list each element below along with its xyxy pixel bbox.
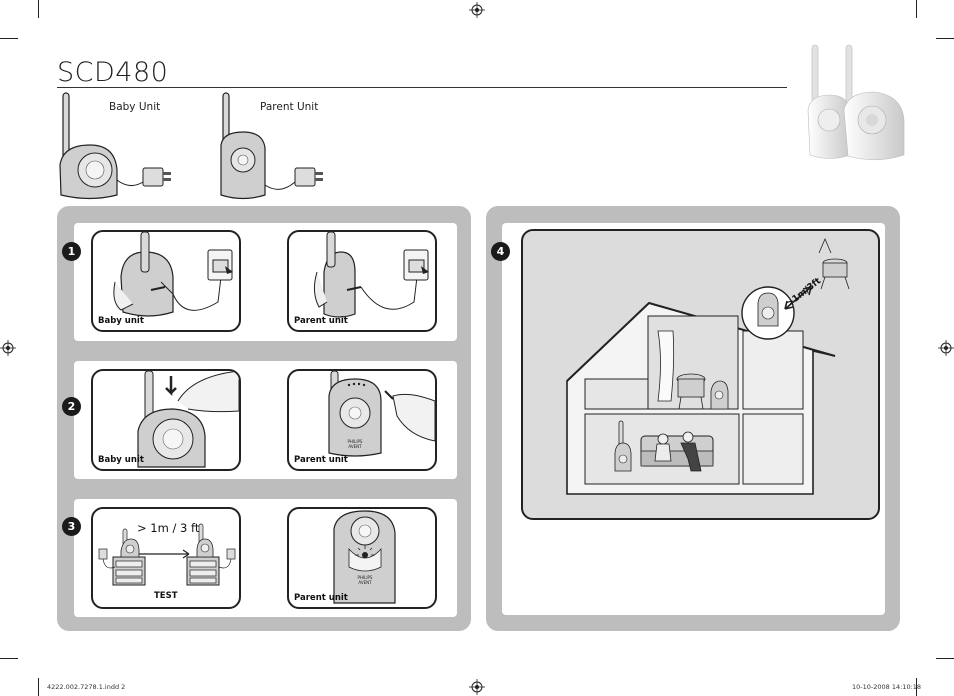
step-caption: Baby unit: [98, 455, 144, 465]
parent-light-illustration: PHILIPS AVENT: [333, 510, 396, 604]
step-number-badge: 4: [491, 242, 510, 261]
power-on-parent-illustration: PHILIPS AVENT: [328, 371, 435, 457]
step-caption: Parent unit: [294, 455, 348, 465]
distance-label: > 1m / 3 ft: [137, 521, 200, 535]
crop-mark: [0, 38, 18, 39]
brand-text: AVENT: [358, 580, 372, 585]
footer-date: 10-10-2008 14:10:18: [852, 683, 922, 691]
step-caption: Parent unit: [294, 316, 348, 326]
step-number-badge: 2: [62, 397, 81, 416]
baby-unit-label: Baby Unit: [109, 101, 161, 113]
registration-mark-icon: [469, 2, 485, 18]
crop-mark: [0, 658, 18, 659]
crop-mark: [916, 0, 917, 18]
registration-mark-icon: [0, 340, 16, 356]
test-label: TEST: [154, 591, 178, 601]
step-1-parent-frame: Parent unit: [287, 230, 437, 332]
step-3-test-frame: > 1m / 3 ft TEST: [91, 507, 241, 609]
footer-file-info: 4222.002.7278.1.indd 2: [47, 683, 126, 691]
step-2-baby-frame: Baby unit: [91, 369, 241, 471]
page-title: SCD480: [57, 57, 169, 88]
test-distance-illustration: [98, 523, 236, 586]
baby-unit-illustration: [59, 92, 171, 200]
step-3-parent-frame: PHILIPS AVENT Parent unit: [287, 507, 437, 609]
step-caption: Baby unit: [98, 316, 144, 326]
crop-mark: [38, 0, 39, 18]
placement-distance-label: >1m/3ft: [785, 276, 824, 310]
house-frame: >1m/3ft: [521, 229, 880, 520]
registration-mark-icon: [469, 679, 485, 695]
parent-unit-label: Parent Unit: [260, 101, 319, 113]
power-on-baby-illustration: [137, 371, 239, 468]
title-rule: [57, 87, 787, 88]
brand-text: AVENT: [348, 444, 362, 449]
step-number-badge: 3: [62, 517, 81, 536]
crop-mark: [916, 678, 917, 696]
plug-in-baby-illustration: [113, 232, 233, 317]
crop-mark: [936, 658, 954, 659]
step-number-badge: 1: [62, 242, 81, 261]
product-photo: [807, 44, 905, 161]
brand-text: PHILIPS: [348, 439, 363, 444]
crop-mark: [38, 678, 39, 696]
step-1-baby-frame: Baby unit: [91, 230, 241, 332]
registration-mark-icon: [938, 340, 954, 356]
step-2-parent-frame: PHILIPS AVENT Parent unit: [287, 369, 437, 471]
house-illustration: >1m/3ft: [566, 237, 850, 495]
parent-unit-illustration: [220, 92, 323, 200]
brand-text: PHILIPS: [358, 575, 373, 580]
plug-in-parent-illustration: [313, 232, 429, 318]
crop-mark: [936, 38, 954, 39]
step-caption: Parent unit: [294, 593, 348, 603]
